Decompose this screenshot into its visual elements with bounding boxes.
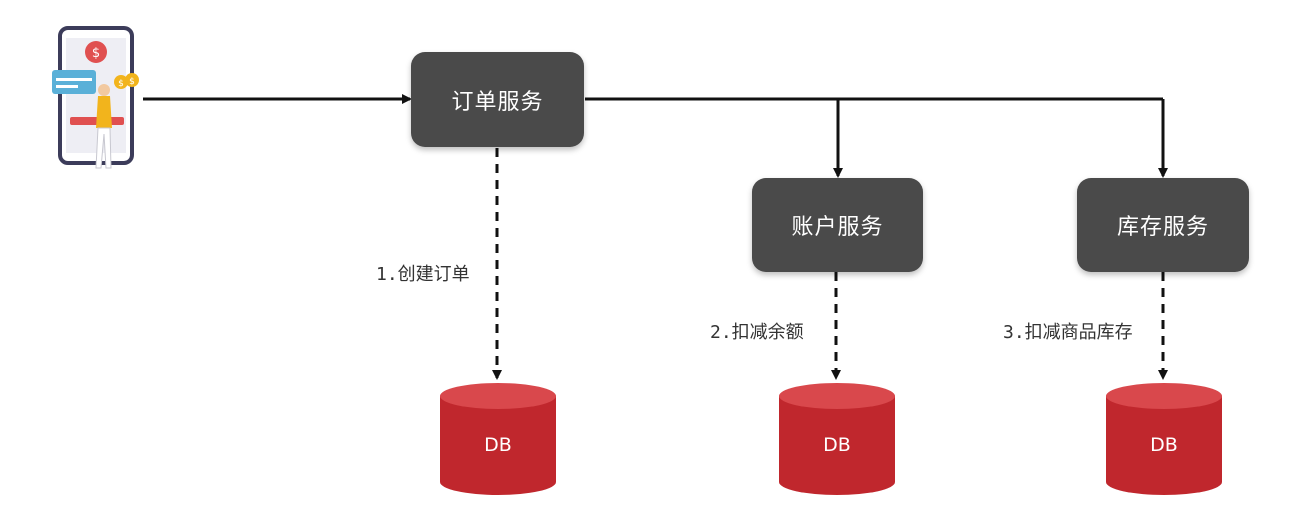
step-label-create-order: 1.创建订单 — [376, 264, 470, 285]
order-service-box: 订单服务 — [411, 52, 584, 147]
db-label-inventory: DB — [1150, 434, 1178, 456]
db-label-order: DB — [484, 434, 512, 456]
database-inventory — [1106, 383, 1222, 495]
database-order — [440, 383, 556, 495]
mobile-payment-icon: $ $ $ — [52, 26, 139, 169]
database-account — [779, 383, 895, 495]
svg-text:$: $ — [92, 46, 100, 61]
svg-text:$: $ — [129, 77, 135, 87]
inventory-service-box: 库存服务 — [1077, 178, 1249, 272]
svg-text:$: $ — [118, 79, 124, 89]
step-label-deduct-balance: 2.扣减余额 — [710, 322, 804, 343]
db-label-account: DB — [823, 434, 851, 456]
step-label-deduct-stock: 3.扣减商品库存 — [1003, 322, 1133, 343]
account-service-box: 账户服务 — [752, 178, 923, 272]
